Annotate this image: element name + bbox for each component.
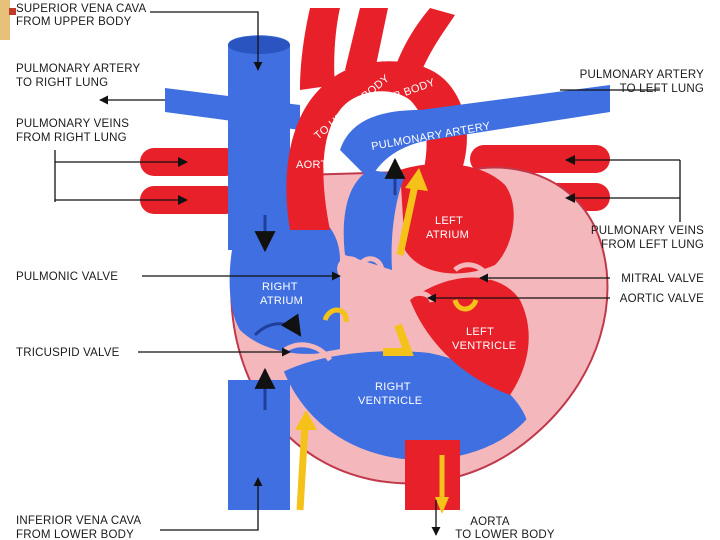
- inferior-vena-cava: [228, 380, 290, 510]
- flow-arrow-yellow-up-left-head: [295, 410, 317, 430]
- flow-arrow-yellow-curl-1: [322, 307, 349, 323]
- inner-label-left-ventricle-2: VENTRICLE: [452, 340, 516, 352]
- leader-pv-right-head-1: [178, 157, 188, 167]
- label-pv-left-1: PULMONARY VEINS: [591, 225, 704, 237]
- label-ivc-1: INFERIOR VENA CAVA: [16, 515, 141, 527]
- flow-arrow-blue-3: [253, 313, 302, 337]
- inner-label-right-atrium-1: RIGHT: [262, 281, 298, 293]
- label-pv-right-1: PULMONARY VEINS: [16, 118, 129, 130]
- label-pa-left-2: TO LEFT LUNG: [620, 83, 704, 95]
- pulmonary-vein-left-upper: [470, 145, 610, 173]
- corner-accent: [0, 0, 10, 40]
- leader-svc: [150, 11, 263, 71]
- leader-pv-left: [575, 159, 681, 222]
- label-pa-right-2: TO RIGHT LUNG: [16, 77, 108, 89]
- leader-pv-left-head-2: [565, 193, 575, 203]
- inner-label-left-atrium-2: ATRIUM: [426, 229, 469, 241]
- pulmonary-trunk: [343, 170, 405, 270]
- aorta-branch-1: [300, 8, 340, 90]
- left-atrium: [400, 163, 514, 274]
- label-svc-1: SUPERIOR VENA CAVA: [16, 3, 146, 15]
- label-pulmonic-valve: PULMONIC VALVE: [16, 271, 118, 283]
- inner-label-left-atrium-1: LEFT: [435, 215, 463, 227]
- flow-arrow-yellow-down-head: [435, 497, 449, 514]
- pulmonary-vein-right-upper: [140, 148, 240, 176]
- label-aorta-lower-2: TO LOWER BODY: [455, 529, 555, 540]
- svc-opening: [228, 36, 290, 54]
- label-pa-left-1: PULMONARY ARTERY: [580, 69, 705, 81]
- label-svc-2: FROM UPPER BODY: [16, 16, 132, 28]
- inner-label-aorta: AORTA: [296, 159, 335, 171]
- inner-label-right-ventricle-2: VENTRICLE: [358, 395, 422, 407]
- flow-arrow-yellow-up-right: [396, 184, 419, 256]
- inner-label-left-ventricle-1: LEFT: [466, 326, 494, 338]
- descending-aorta: [405, 440, 460, 510]
- inner-label-right-ventricle-1: RIGHT: [375, 381, 411, 393]
- flow-arrow-yellow-up-right-head: [405, 168, 428, 191]
- corner-bullet: [9, 8, 16, 15]
- leader-pv-right: [54, 150, 178, 202]
- right-ventricle: [276, 345, 534, 466]
- leader-pv-left-head-1: [565, 155, 575, 165]
- aorta-branch-2: [345, 8, 388, 70]
- aortic-arch: [286, 61, 467, 230]
- pulmonary-artery: [340, 85, 610, 180]
- label-aorta-lower-1: AORTA: [470, 516, 510, 528]
- label-mitral-valve: MITRAL VALVE: [621, 273, 704, 285]
- aorta-branch-3: [395, 8, 455, 75]
- label-ivc-2: FROM LOWER BODY: [16, 529, 134, 540]
- label-pv-right-2: FROM RIGHT LUNG: [16, 132, 127, 144]
- superior-vena-cava: [228, 35, 290, 250]
- label-pv-left-2: FROM LEFT LUNG: [601, 239, 704, 251]
- leader-ivc: [160, 477, 263, 531]
- pulmonary-vein-right-lower: [140, 186, 240, 214]
- label-pa-right-1: PULMONARY ARTERY: [16, 63, 141, 75]
- left-ventricle: [410, 277, 529, 395]
- leader-pv-right-head-2: [178, 195, 188, 205]
- pulmonic-valve-shape: [337, 256, 385, 282]
- inner-label-right-atrium-2: ATRIUM: [260, 295, 303, 307]
- flow-arrow-yellow-bend: [383, 323, 414, 356]
- flow-arrow-yellow-curl-2: [452, 298, 479, 312]
- flow-arrow-yellow-up-left: [296, 424, 309, 511]
- label-tricuspid-valve: TRICUSPID VALVE: [16, 347, 120, 359]
- label-aortic-valve: AORTIC VALVE: [620, 293, 704, 305]
